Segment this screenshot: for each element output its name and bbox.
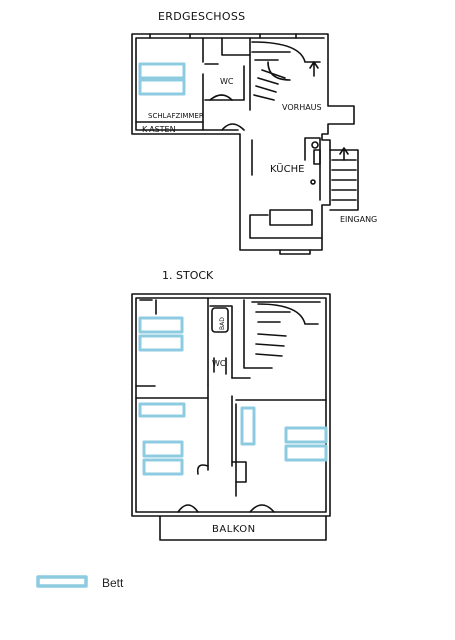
room-label-upper-wc: WC bbox=[212, 359, 226, 368]
upper-floor-walls bbox=[131, 293, 331, 541]
labels: ERDGESCHOSS SCHLAFZIMMER K-ASTEN WC VORH… bbox=[102, 10, 377, 590]
bed-ground-bedroom-2 bbox=[138, 78, 186, 96]
room-label-balcony: BALKON bbox=[212, 524, 256, 535]
room-label-entrance: EINGANG bbox=[340, 215, 377, 224]
bed-legend-swatch bbox=[36, 575, 88, 588]
upper-floor-title: 1. STOCK bbox=[162, 269, 214, 282]
bed-upper-room1-a bbox=[138, 316, 184, 334]
bed-upper-right-b bbox=[284, 444, 328, 462]
room-label-hall: VORHAUS bbox=[282, 103, 322, 112]
room-label-bedroom: SCHLAFZIMMER bbox=[148, 112, 204, 120]
bed-upper-room3-a bbox=[142, 440, 184, 458]
room-label-kitchen: KÜCHE bbox=[270, 162, 304, 175]
bed-upper-right-a bbox=[284, 426, 328, 444]
bed-upper-room1-b bbox=[138, 334, 184, 352]
room-label-closet: K-ASTEN bbox=[142, 125, 176, 134]
bed-upper-room2 bbox=[138, 402, 186, 418]
room-label-bath: BAD bbox=[219, 317, 226, 330]
beds bbox=[36, 62, 328, 588]
room-label-ground-wc: WC bbox=[220, 77, 234, 86]
ground-floor-title: ERDGESCHOSS bbox=[158, 10, 245, 23]
bed-upper-room3-b bbox=[142, 458, 184, 476]
bed-upper-small-vertical bbox=[240, 406, 256, 446]
legend-bed-label: Bett bbox=[102, 576, 124, 590]
ground-floor-walls bbox=[131, 33, 359, 255]
bed-ground-bedroom-1 bbox=[138, 62, 186, 80]
